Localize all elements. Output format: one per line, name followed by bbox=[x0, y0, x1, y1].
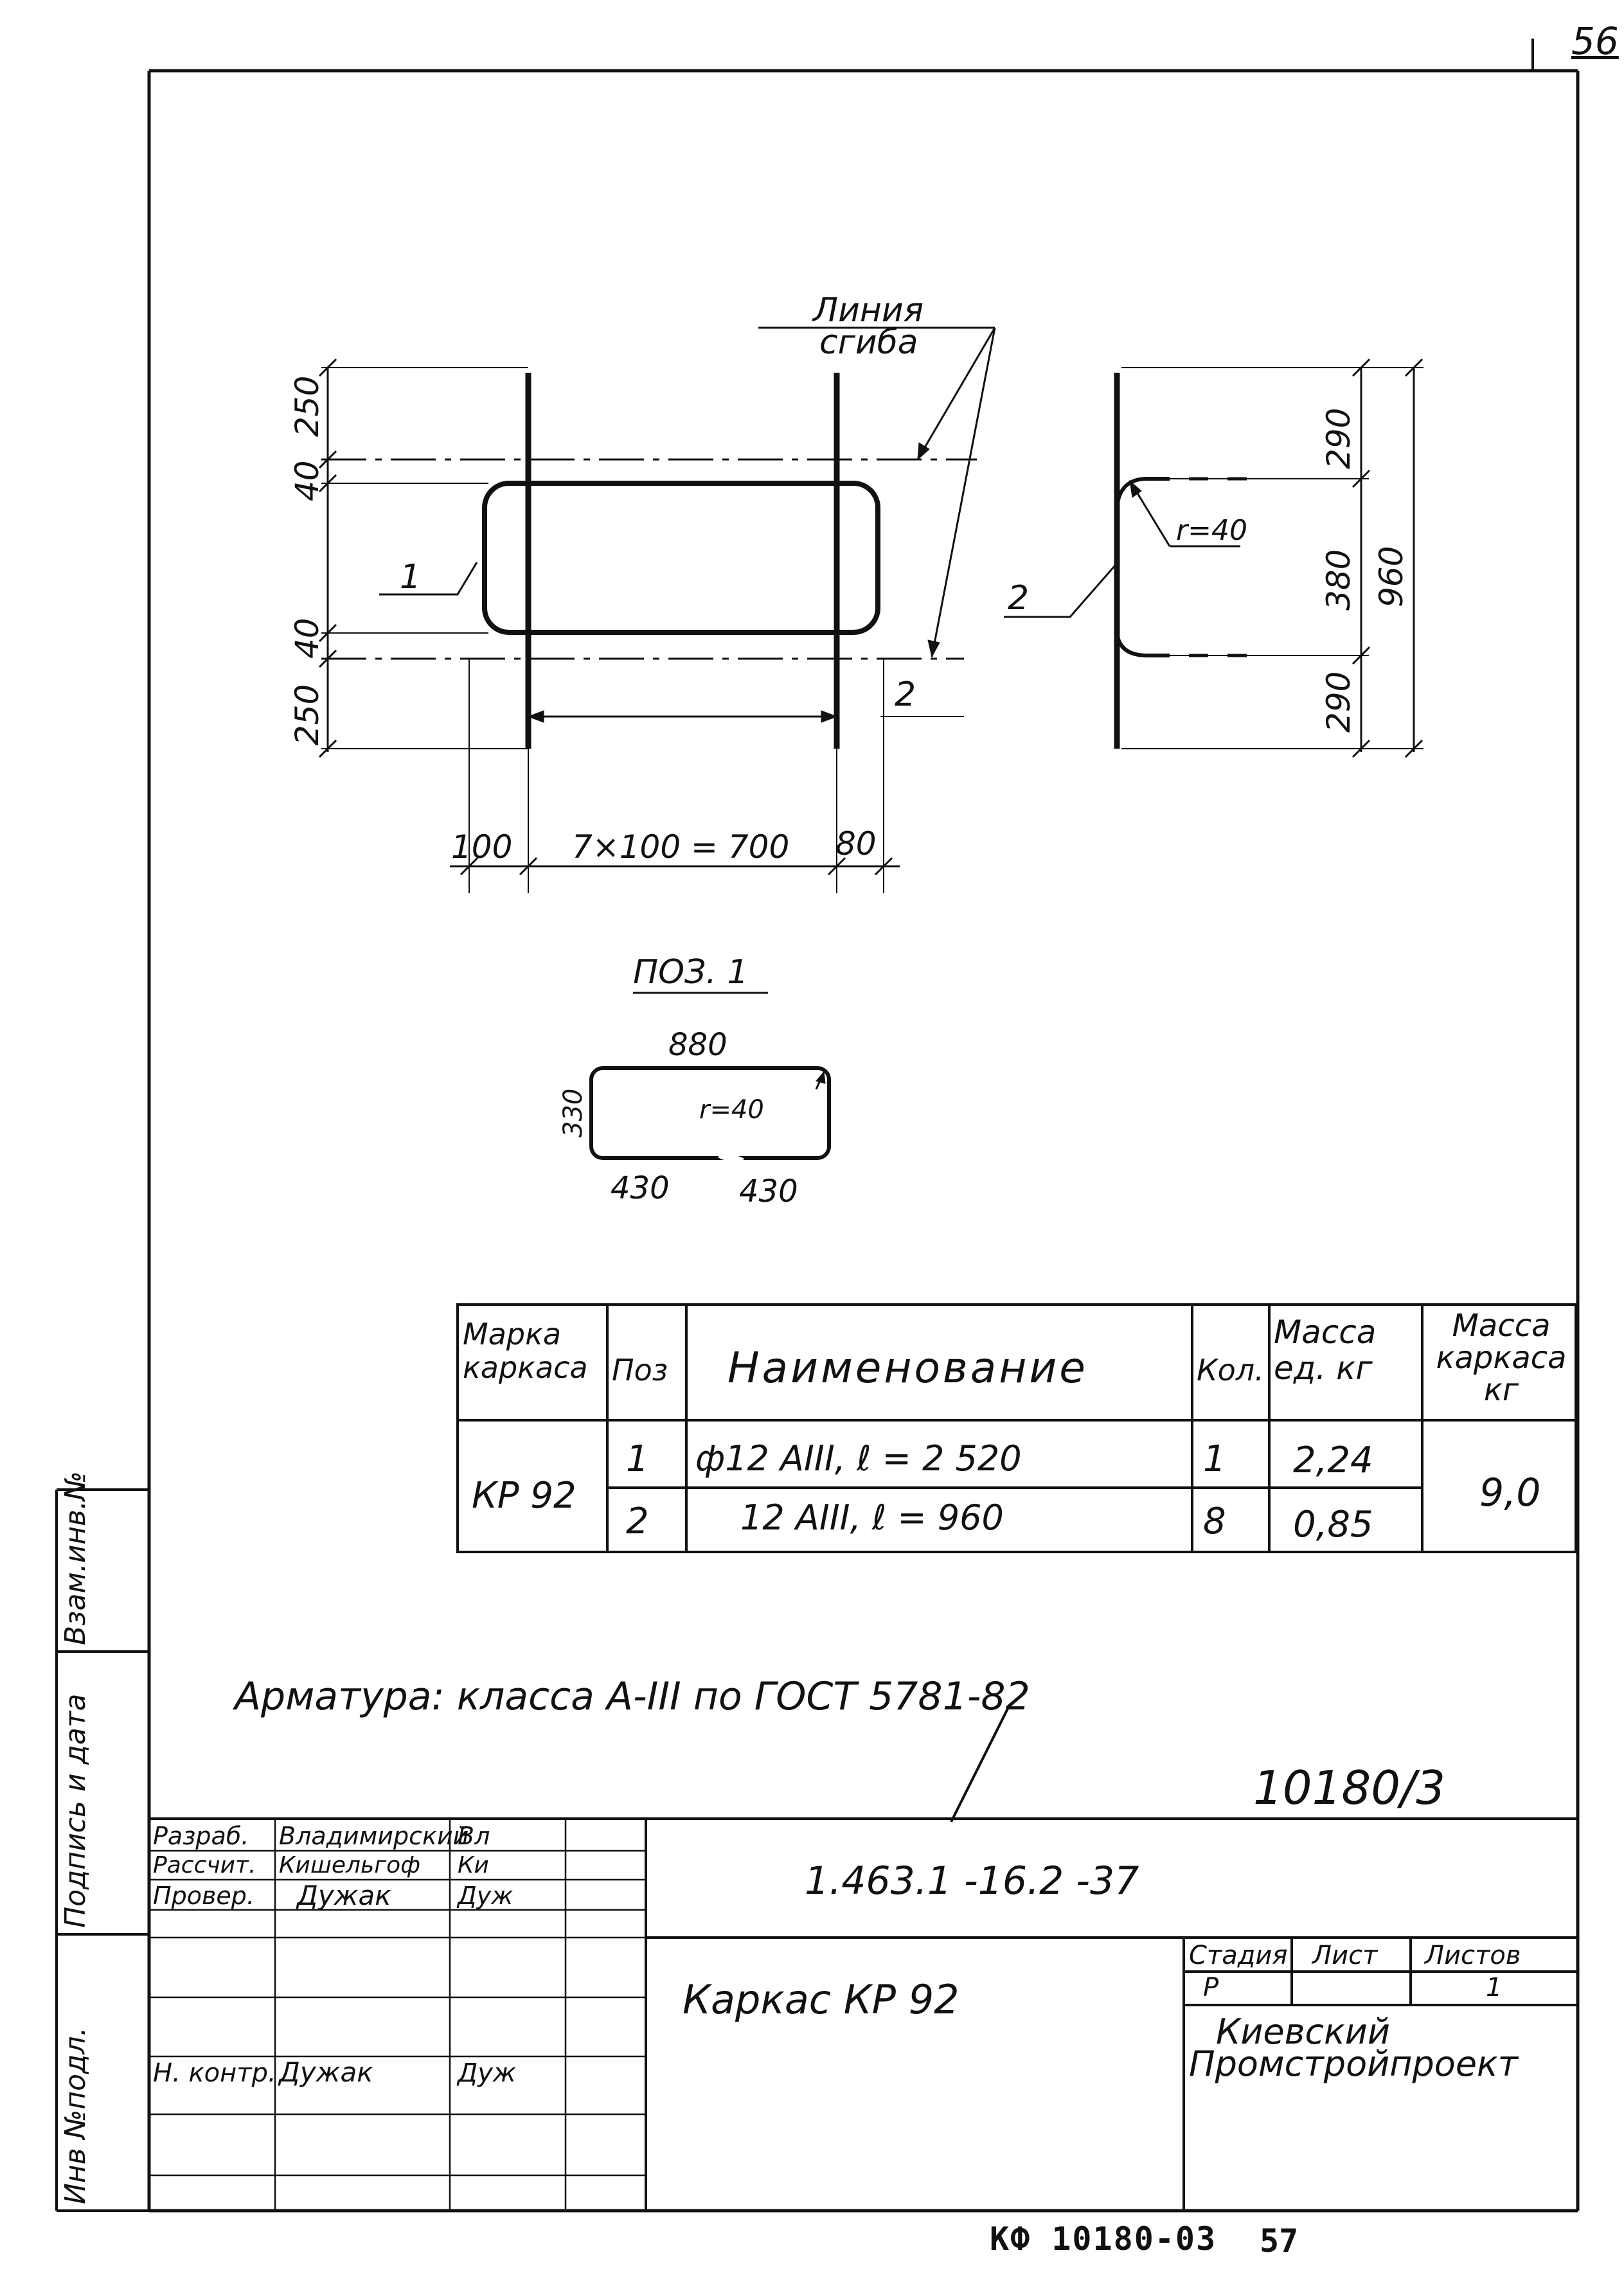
side-strip-sign-date: Подпись и дата bbox=[59, 1694, 92, 1928]
pos1-bottom-dim-2: 430 bbox=[739, 1173, 798, 1209]
inventory-number: 10180/3 bbox=[1253, 1761, 1446, 1815]
bend-line-label-1: Линия bbox=[812, 291, 924, 330]
tb-sign-7: Дуж bbox=[458, 2058, 516, 2088]
pos1-top-dim: 880 bbox=[668, 1027, 727, 1063]
tb-sign-3: Дуж bbox=[458, 1882, 513, 1910]
spec-header-frame-mass: Масса каркаса кг bbox=[1436, 1308, 1567, 1408]
side-pos-marker: 2 bbox=[1008, 579, 1029, 618]
tb-doc-code: 1.463.1 -16.2 -37 bbox=[805, 1859, 1139, 1903]
spec-row2-name: 12 АIII, ℓ = 960 bbox=[740, 1497, 1004, 1538]
pos1-title: ПОЗ. 1 bbox=[633, 953, 749, 992]
side-dim-290-bottom: 290 bbox=[1320, 672, 1357, 733]
tb-org-1: Киевский bbox=[1216, 2011, 1390, 2052]
spec-header-pos: Поз bbox=[612, 1353, 668, 1387]
spec-header-unit-mass: Масса ед. кг bbox=[1274, 1314, 1377, 1387]
pos1-radius: r=40 bbox=[699, 1095, 764, 1125]
dim-right-small: 2 bbox=[895, 675, 916, 714]
spec-row1-name: ф12 АIII, ℓ = 2 520 bbox=[695, 1438, 1022, 1479]
dim-left-250-bottom: 250 bbox=[289, 684, 326, 745]
side-dim-960: 960 bbox=[1373, 546, 1410, 607]
pos1-bottom-dim-1: 430 bbox=[611, 1170, 670, 1206]
tb-sheets: 1 bbox=[1486, 1973, 1503, 2002]
tb-name-7: Дужак bbox=[279, 2056, 373, 2088]
tb-name-1: Владимирский bbox=[279, 1822, 469, 1850]
tb-stage-header: Стадия bbox=[1189, 1941, 1288, 1970]
spec-header-mark: Марка каркаса bbox=[463, 1317, 588, 1385]
bottom-archive-code: КФ 10180-03 bbox=[990, 2220, 1217, 2258]
spec-header-name: Наименование bbox=[727, 1343, 1088, 1393]
tb-stage: Р bbox=[1203, 1973, 1219, 2002]
dim-left-250-top: 250 bbox=[289, 376, 326, 437]
bend-line-label-2: сгиба bbox=[819, 323, 918, 362]
side-dim-380: 380 bbox=[1320, 549, 1357, 611]
tb-role-3: Провер. bbox=[153, 1882, 254, 1910]
tb-sign-1: Вл bbox=[458, 1822, 490, 1850]
tb-name-3: Дужак bbox=[297, 1880, 391, 1911]
tb-sheet-header: Лист bbox=[1312, 1941, 1378, 1970]
tb-sheets-header: Листов bbox=[1425, 1941, 1521, 1970]
tb-role-2: Рассчит. bbox=[153, 1852, 256, 1878]
spec-mark: КР 92 bbox=[472, 1475, 576, 1517]
tb-org-2: Промстройпроект bbox=[1189, 2044, 1519, 2084]
spec-row1-qty: 1 bbox=[1203, 1438, 1226, 1480]
spec-row1-pos: 1 bbox=[626, 1438, 649, 1480]
dim-bottom-700: 7×100 = 700 bbox=[572, 828, 789, 866]
pos1-marker: 1 bbox=[400, 558, 421, 596]
side-radius: r=40 bbox=[1176, 514, 1247, 547]
dim-left-40-bottom: 40 bbox=[289, 618, 326, 659]
pos1-left-dim: 330 bbox=[558, 1089, 588, 1137]
side-strip-replace-inv: Взам.инв.№ bbox=[59, 1471, 92, 1645]
spec-row2-pos: 2 bbox=[626, 1501, 649, 1542]
spec-frame-mass: 9,0 bbox=[1479, 1470, 1541, 1515]
corner-page-number: 56 bbox=[1571, 19, 1619, 63]
tb-sign-2: Ки bbox=[458, 1852, 489, 1878]
steel-note: Арматура: класса А-III по ГОСТ 5781-82 bbox=[235, 1674, 1030, 1719]
tb-item-name: Каркас КР 92 bbox=[683, 1976, 959, 2023]
spec-header-qty: Кол. bbox=[1197, 1353, 1264, 1387]
title-block: Разраб. Владимирский Вл Рассчит. Кишельг… bbox=[149, 1819, 1576, 2094]
tb-name-2: Кишельгоф bbox=[279, 1852, 420, 1878]
side-strip-inv-no: Инв №подл. bbox=[59, 2027, 92, 2204]
tb-role-1: Разраб. bbox=[153, 1822, 249, 1850]
spec-row2-unit-mass: 0,85 bbox=[1293, 1504, 1373, 1546]
dim-bottom-100: 100 bbox=[451, 828, 512, 866]
dim-left-40-top: 40 bbox=[289, 460, 326, 501]
spec-row1-unit-mass: 2,24 bbox=[1293, 1440, 1373, 1481]
spec-row2-qty: 8 bbox=[1203, 1501, 1226, 1542]
bottom-page-number: 57 bbox=[1260, 2222, 1299, 2260]
spec-table: Марка каркаса Поз Наименование Кол. Масс… bbox=[458, 1305, 1576, 1552]
side-dim-290-top: 290 bbox=[1320, 408, 1357, 469]
dim-bottom-80: 80 bbox=[835, 825, 877, 862]
tb-role-7: Н. контр. bbox=[153, 2058, 276, 2088]
